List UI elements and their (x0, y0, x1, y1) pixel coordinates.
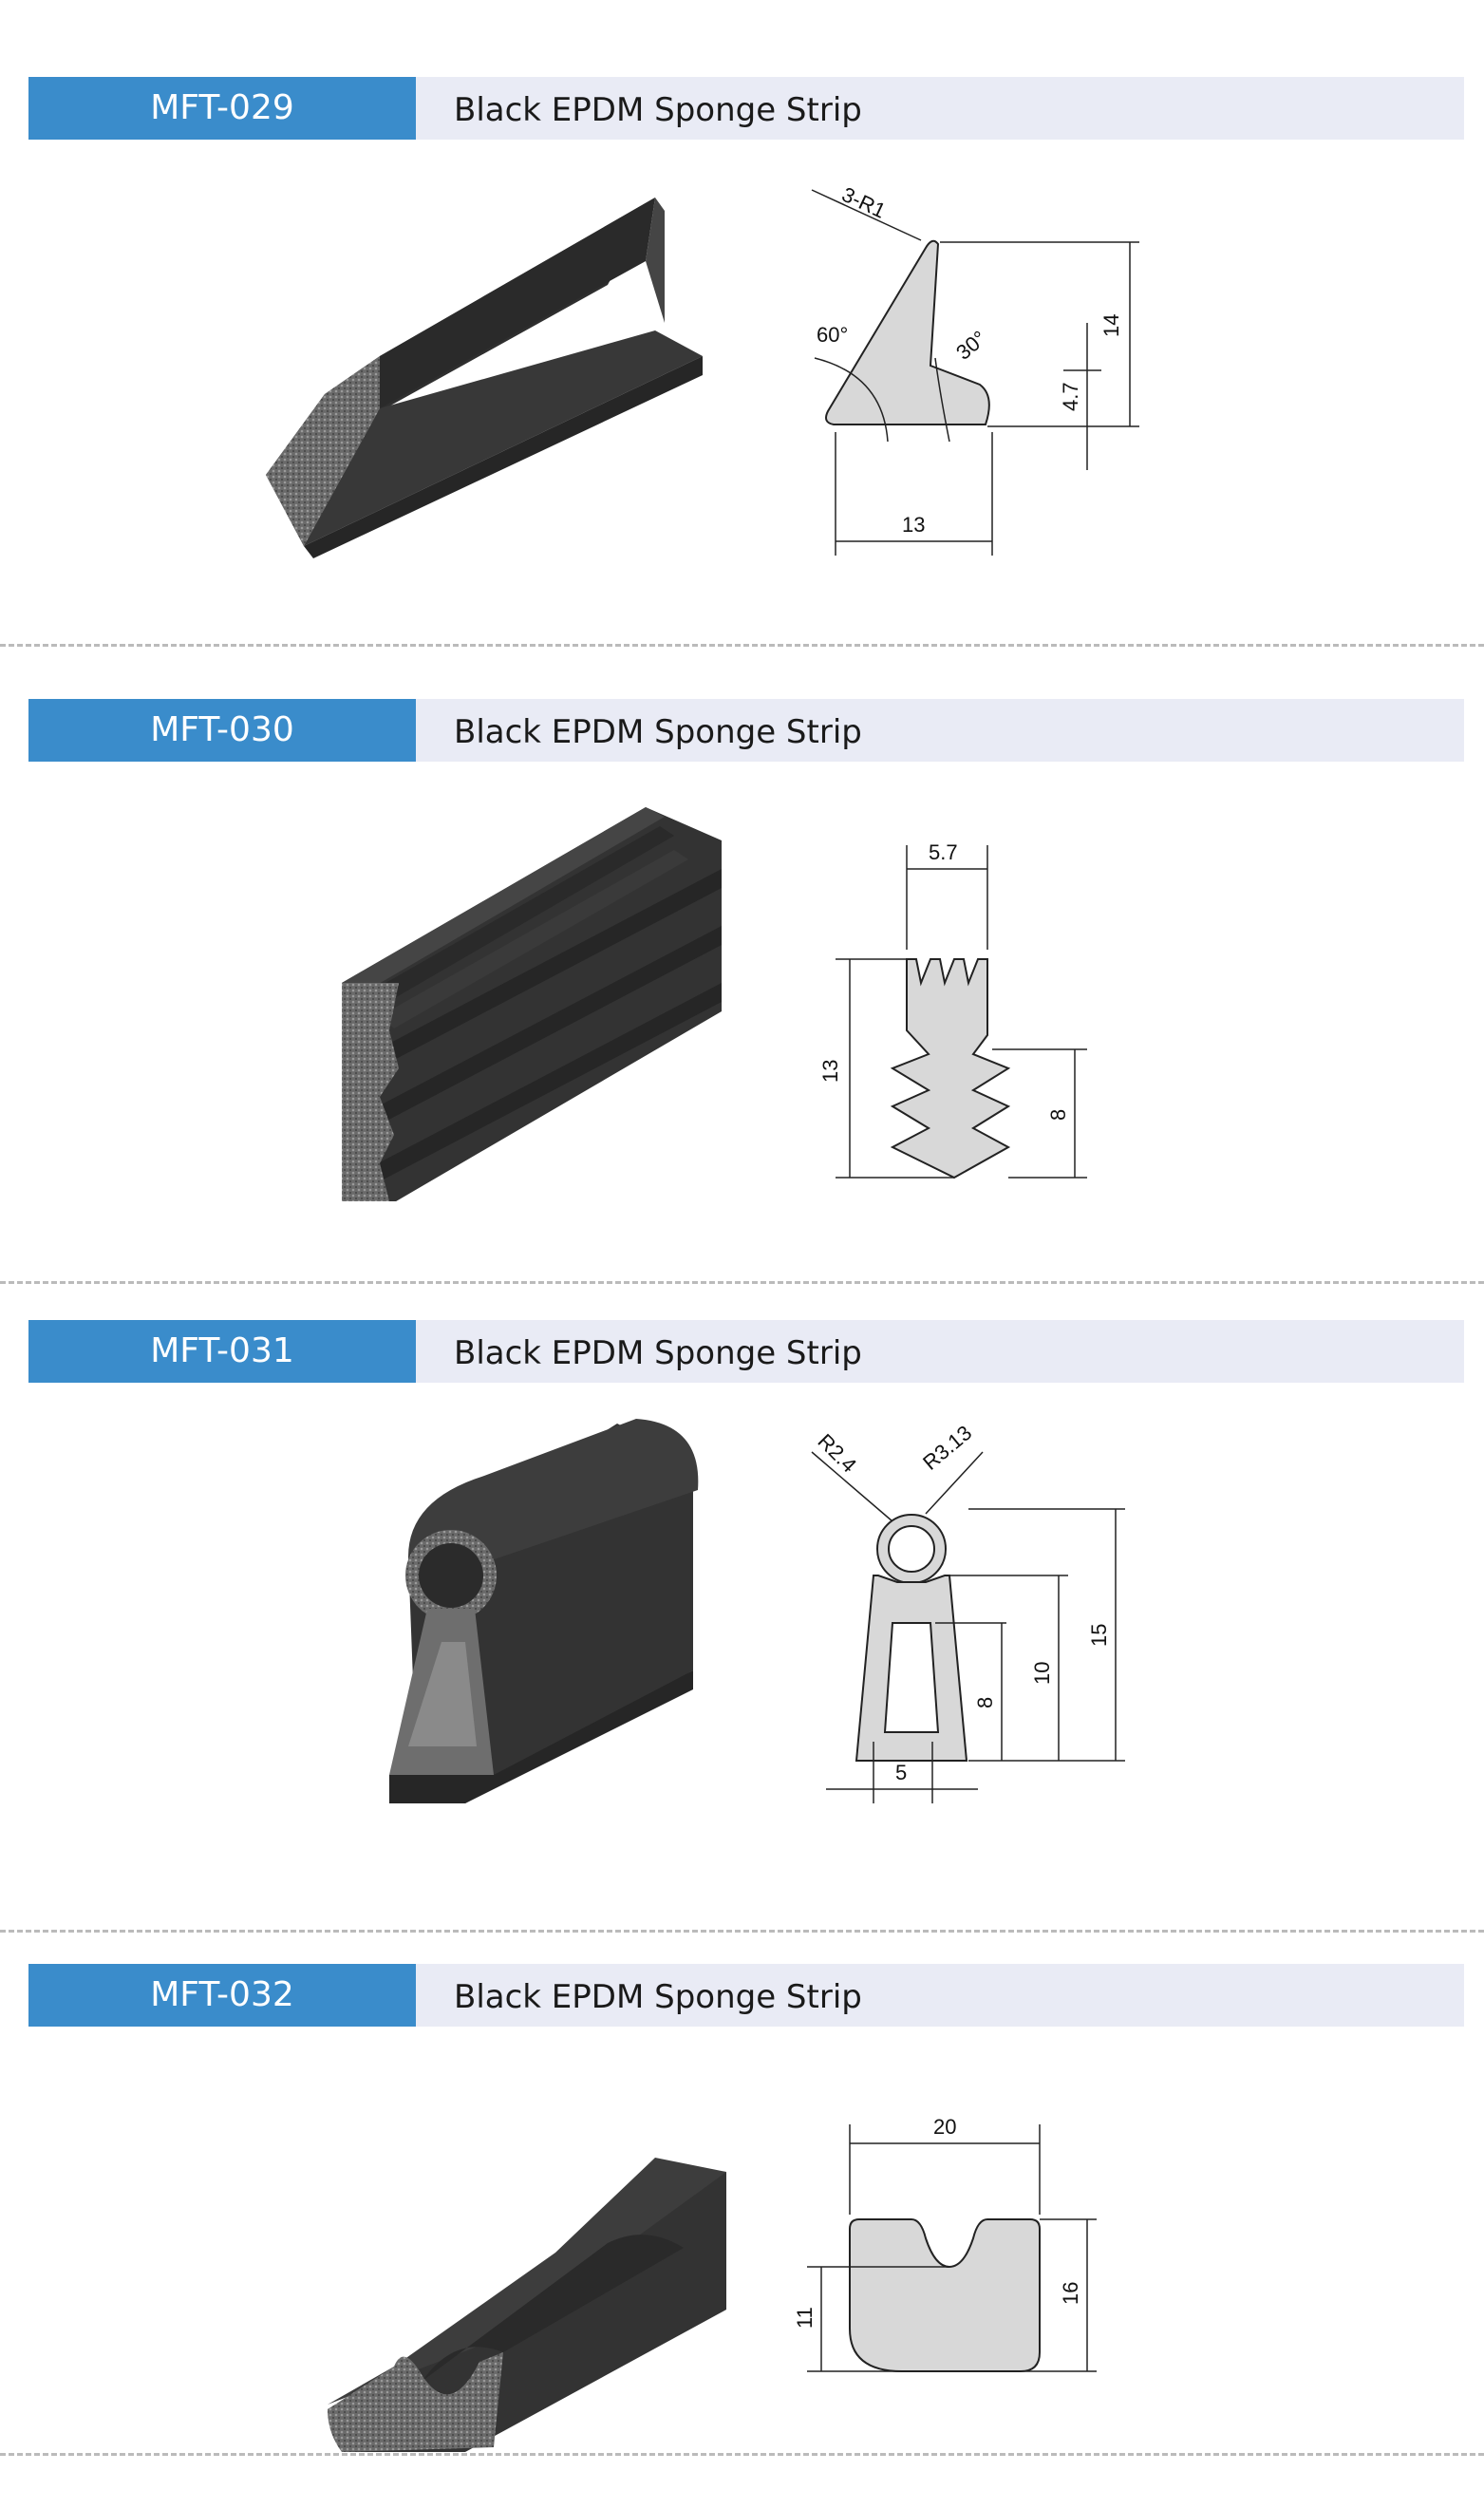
divider (0, 644, 1484, 647)
dim-opening-height: 8 (973, 1697, 997, 1708)
profile-drawing: 5.7 13 8 (818, 840, 1087, 1179)
dim-notch-height: 4.7 (1059, 382, 1082, 411)
dim-width: 13 (902, 513, 925, 537)
dim-groove-depth: 11 (793, 2307, 817, 2329)
dim-radius: 3-R1 (838, 182, 890, 223)
divider (0, 2453, 1484, 2456)
product-code: MFT-032 (28, 1964, 416, 2027)
product-header: MFT-029 Black EPDM Sponge Strip (28, 77, 1464, 140)
product-header: MFT-031 Black EPDM Sponge Strip (28, 1320, 1464, 1383)
dim-opening-width: 5 (895, 1761, 907, 1784)
product-name: Black EPDM Sponge Strip (454, 1978, 862, 2016)
product-photo (328, 2158, 726, 2452)
product-header: MFT-032 Black EPDM Sponge Strip (28, 1964, 1464, 2027)
divider (0, 1281, 1484, 1284)
product-photo (389, 1419, 699, 1803)
product-name: Black EPDM Sponge Strip (454, 1334, 862, 1372)
divider (0, 1930, 1484, 1933)
product-code: MFT-029 (28, 77, 416, 140)
dim-height: 16 (1059, 2282, 1082, 2305)
dim-height: 13 (818, 1060, 842, 1083)
product-name: Black EPDM Sponge Strip (454, 91, 862, 129)
dim-angle-right: 30° (951, 326, 991, 365)
product-name: Black EPDM Sponge Strip (454, 713, 862, 751)
product-header: MFT-030 Black EPDM Sponge Strip (28, 699, 1464, 762)
dim-top-width: 5.7 (929, 840, 958, 864)
dim-radius-outer: R3.13 (918, 1421, 976, 1475)
product-photo (342, 807, 722, 1201)
profile-drawing: 15 10 8 5 R2.4 R3.13 (811, 1421, 1125, 1803)
dim-radius-inner: R2.4 (813, 1429, 861, 1478)
product-code: MFT-031 (28, 1320, 416, 1383)
product-photo (266, 198, 703, 558)
dim-height: 14 (1099, 314, 1123, 337)
dim-height: 15 (1087, 1624, 1111, 1647)
product-mft-032: MFT-032 Black EPDM Sponge Strip 20 16 11 (0, 1887, 1484, 2509)
product-mft-030: MFT-030 Black EPDM Sponge Strip 5.7 13 8 (0, 622, 1484, 1244)
dim-lower-height: 8 (1046, 1109, 1070, 1121)
product-mft-029: MFT-029 Black EPDM Sponge Strip 14 4.7 1… (0, 0, 1484, 622)
dim-width: 20 (933, 2115, 956, 2139)
dim-angle-left: 60° (817, 323, 848, 347)
profile-drawing: 14 4.7 13 3-R1 60° 30° (811, 182, 1139, 556)
product-mft-031: MFT-031 Black EPDM Sponge Strip 15 10 8 (0, 1243, 1484, 1865)
profile-drawing: 20 16 11 (793, 2115, 1097, 2372)
dim-body-height: 10 (1030, 1662, 1054, 1685)
product-code: MFT-030 (28, 699, 416, 762)
